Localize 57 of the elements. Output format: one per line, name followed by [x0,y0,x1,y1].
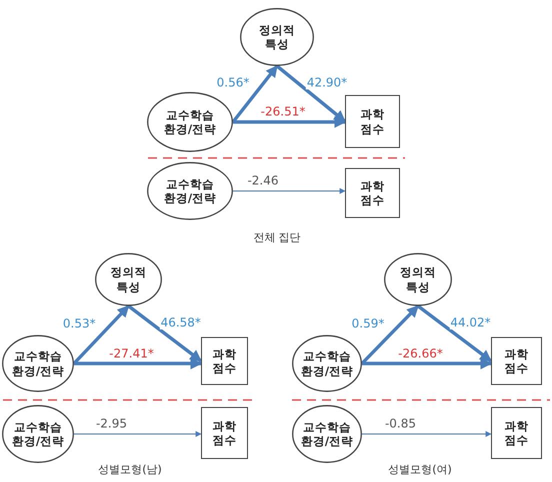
outcome-box [491,337,542,385]
node-text: 정의적 특성 [258,22,296,52]
construct-ellipse [147,92,233,152]
edge-label: 0.59* [350,317,386,330]
edge-label: 46.58* [160,316,202,330]
construct-ellipse [2,405,74,463]
node-text: 교수학습 환경/전략 [162,108,218,136]
arrow [232,188,346,194]
construct-ellipse [2,335,74,392]
node-text: 과학 점수 [360,178,386,208]
construct-ellipse [292,405,362,463]
construct-ellipse [384,253,452,306]
caption: 성별모형(여) [388,462,452,477]
node-text: 교수학습 환경/전략 [300,349,354,378]
construct-ellipse [147,162,233,220]
arrow [362,431,492,437]
edge-label: 44.02* [449,316,492,330]
arrow [232,64,278,124]
arrow [233,116,346,128]
outcome-box [491,407,542,459]
outcome-box [201,337,248,385]
node-text: 정의적 특성 [399,265,437,294]
outcome-box [345,95,400,148]
edge-label: -0.85 [384,417,418,431]
node-text: 과학 점수 [360,107,386,136]
arrow [127,304,202,362]
edge-label: -26.51* [260,105,306,119]
node-text: 과학 점수 [504,346,530,376]
edge-label: 42.90* [306,76,348,90]
edge-label: -26.66* [397,346,444,360]
construct-ellipse [240,8,314,66]
arrow [74,431,202,437]
arrow [362,358,492,370]
node-text: 교수학습 환경/전략 [10,349,66,378]
node-text: 과학 점수 [212,346,238,376]
construct-ellipse [292,335,362,392]
edge-label: -27.41* [108,346,155,360]
arrow [72,304,130,365]
arrow [74,358,202,370]
arrow [360,304,420,365]
node-text: 교수학습 환경/전략 [300,420,354,448]
edge-label: 0.53* [62,317,97,330]
edge-label: 0.56* [216,76,250,90]
node-text: 과학 점수 [504,418,530,448]
arrow [416,304,492,362]
arrow [276,64,346,123]
caption: 성별모형(남) [98,462,162,477]
outcome-box [345,168,400,218]
node-text: 교수학습 환경/전략 [162,176,218,206]
edge-label: -2.95 [94,417,128,431]
node-text: 교수학습 환경/전략 [10,420,66,448]
caption: 전체 집단 [253,230,301,245]
edge-label: -2.46 [246,174,280,188]
node-text: 과학 점수 [212,418,238,448]
construct-ellipse [95,253,162,306]
outcome-box [201,407,248,459]
node-text: 정의적 특성 [110,265,148,294]
